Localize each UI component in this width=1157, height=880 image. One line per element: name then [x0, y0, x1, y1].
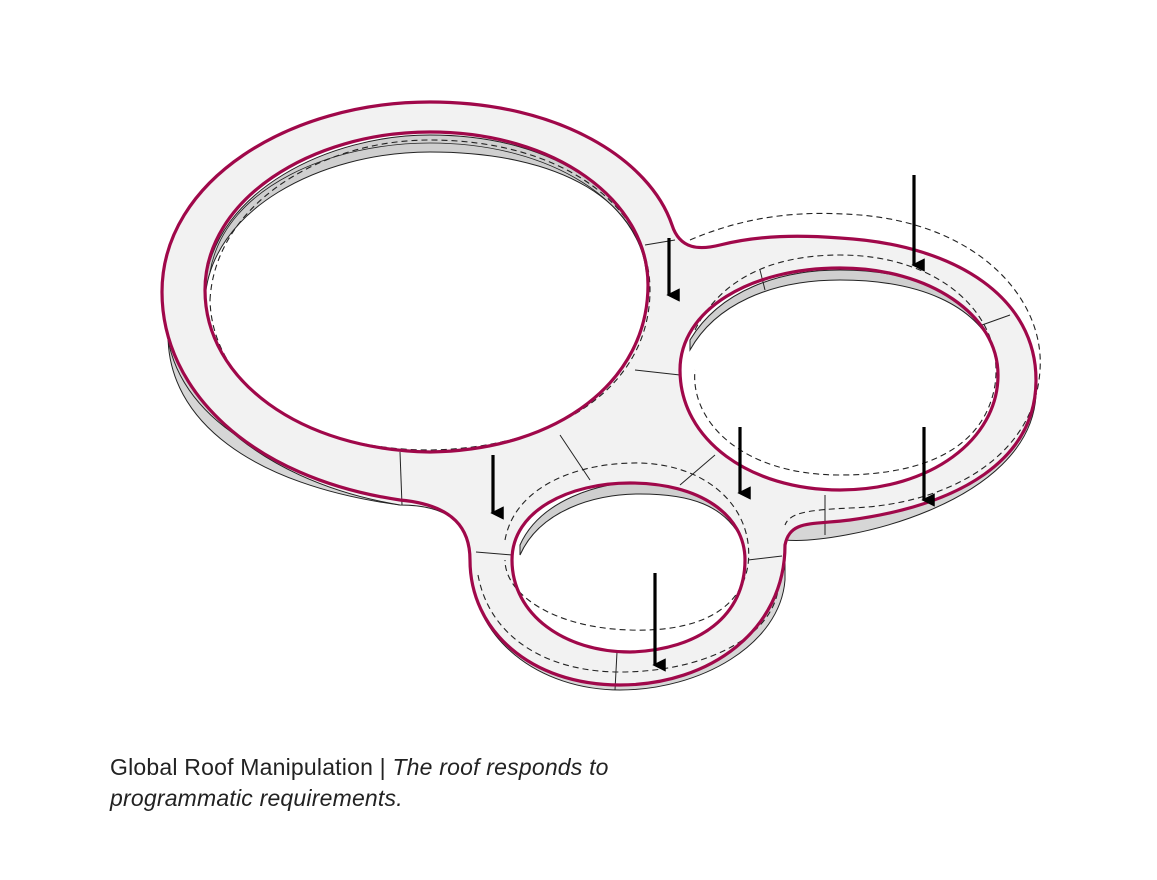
dashed-right-ring-outer: [689, 212, 1041, 526]
joint-line: [559, 434, 591, 481]
red-large-ring-inner: [203, 130, 650, 454]
roof-edge-highlight: [160, 100, 1038, 687]
joint-line: [747, 555, 783, 561]
caption: Global Roof Manipulation | The roof resp…: [110, 752, 810, 814]
joint-line: [399, 451, 403, 506]
caption-title: Global Roof Manipulation: [110, 754, 374, 780]
joint-line: [475, 551, 513, 556]
dashed-small-ring-inner: [504, 462, 750, 631]
caption-description-line-2: programmatic requirements.: [110, 785, 403, 811]
red-right-ring-inner: [678, 266, 1000, 492]
joint-line: [981, 314, 1011, 326]
push-down-arrows: [490, 175, 935, 672]
joint-line: [679, 454, 716, 486]
caption-separator: |: [373, 754, 393, 780]
dashed-large-ring-inner: [209, 139, 651, 451]
joint-line: [634, 369, 681, 376]
large-ring-inner-wall-line: [209, 142, 647, 273]
red-outer-boundary: [160, 100, 1038, 687]
dashed-right-ring-inner: [694, 254, 997, 476]
caption-description-line-1: The roof responds to: [392, 754, 609, 780]
red-small-ring-inner: [510, 481, 747, 654]
